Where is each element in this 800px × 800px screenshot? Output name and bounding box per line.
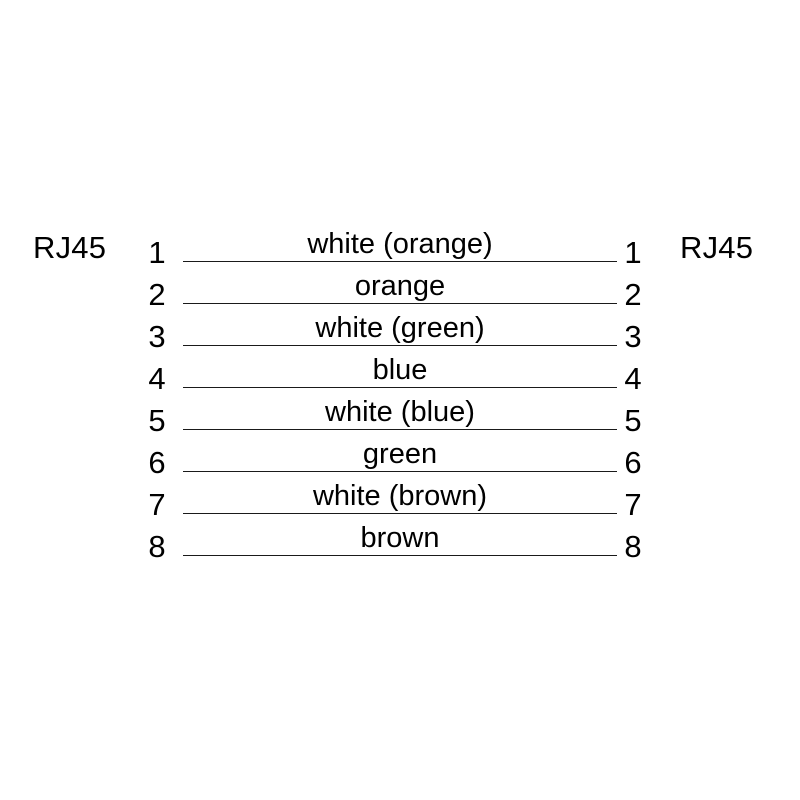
wire-row: 1 white (orange) 1 (0, 226, 800, 270)
wire-label: white (blue) (325, 396, 475, 428)
pin-number-left: 7 (148, 487, 166, 522)
wire-label: white (brown) (312, 480, 488, 512)
wire-line (183, 345, 617, 346)
wire-row: 6 green 6 (0, 436, 800, 480)
wire-row: 3 white (green) 3 (0, 310, 800, 354)
wire-line (183, 261, 617, 262)
wire-row: 2 orange 2 (0, 268, 800, 312)
wire-label: brown (360, 522, 440, 554)
pin-number-right: 8 (624, 529, 642, 564)
wire-line (183, 303, 617, 304)
connector-label-left: RJ45 (33, 230, 107, 265)
pin-number-right: 5 (624, 403, 642, 438)
wire-row: 7 white (brown) 7 (0, 478, 800, 522)
pin-number-left: 1 (148, 235, 166, 270)
pin-number-left: 5 (148, 403, 166, 438)
wire-line (183, 471, 617, 472)
wire-line (183, 387, 617, 388)
wire-label: green (362, 438, 438, 470)
pin-number-left: 2 (148, 277, 166, 312)
pin-number-left: 4 (148, 361, 166, 396)
pin-number-left: 8 (148, 529, 166, 564)
pin-number-left: 6 (148, 445, 166, 480)
pin-number-right: 3 (624, 319, 642, 354)
wire-line (183, 513, 617, 514)
connector-label-right: RJ45 (680, 230, 754, 265)
pin-number-right: 1 (624, 235, 642, 270)
wire-label: white (orange) (307, 228, 493, 260)
wire-row: 8 brown 8 (0, 520, 800, 564)
pin-number-right: 6 (624, 445, 642, 480)
pin-number-right: 4 (624, 361, 642, 396)
wire-label: blue (372, 354, 428, 386)
pin-number-right: 7 (624, 487, 642, 522)
pin-number-right: 2 (624, 277, 642, 312)
pin-number-left: 3 (148, 319, 166, 354)
wire-row: 5 white (blue) 5 (0, 394, 800, 438)
wire-line (183, 555, 617, 556)
wire-line (183, 429, 617, 430)
wire-label: orange (354, 270, 446, 302)
wire-row: 4 blue 4 (0, 352, 800, 396)
wire-label: white (green) (315, 312, 485, 344)
